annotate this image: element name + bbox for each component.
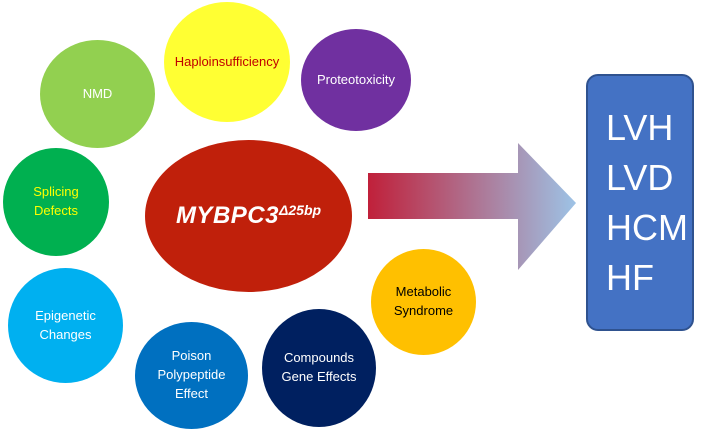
progression-arrow [368, 143, 576, 270]
haploinsufficiency-bubble: Haploinsufficiency [164, 2, 290, 122]
splicing-defects-label: Splicing Defects [33, 184, 79, 218]
proteotoxicity-label: Proteotoxicity [316, 71, 396, 87]
outcome-hf: HF [606, 256, 654, 298]
compounds-gene-effects-label: Compounds Gene Effects [281, 350, 357, 384]
metabolic-syndrome-bubble: Metabolic Syndrome [371, 249, 476, 355]
outcome-hcm: HCM [606, 206, 688, 248]
proteotoxicity-bubble: Proteotoxicity [301, 29, 411, 131]
splicing-defects-bubble: Splicing Defects [3, 148, 109, 256]
gene-superscript: Δ25bp [278, 201, 322, 218]
compounds-gene-effects-bubble: Compounds Gene Effects [262, 309, 376, 427]
outcome-lvh: LVH [606, 106, 674, 148]
mybpc3-center-node: MYBPC3Δ25bp [145, 140, 352, 292]
outcome-lvd: LVD [606, 156, 674, 198]
arrow-shape [368, 143, 576, 270]
metabolic-syndrome-label: Metabolic Syndrome [393, 284, 454, 318]
poison-polypeptide-bubble: Poison Polypeptide Effect [135, 322, 248, 429]
gene-name: MYBPC3 [175, 202, 279, 229]
epigenetic-changes-label: Epigenetic Changes [35, 307, 96, 342]
haploinsufficiency-label: Haploinsufficiency [174, 53, 280, 69]
nmd-label: NMD [82, 85, 113, 101]
nmd-bubble: NMD [40, 40, 155, 148]
poison-polypeptide-label: Poison Polypeptide Effect [157, 348, 226, 401]
epigenetic-changes-bubble: Epigenetic Changes [8, 268, 123, 383]
outcome-box: LVH LVD HCM HF [586, 74, 694, 331]
